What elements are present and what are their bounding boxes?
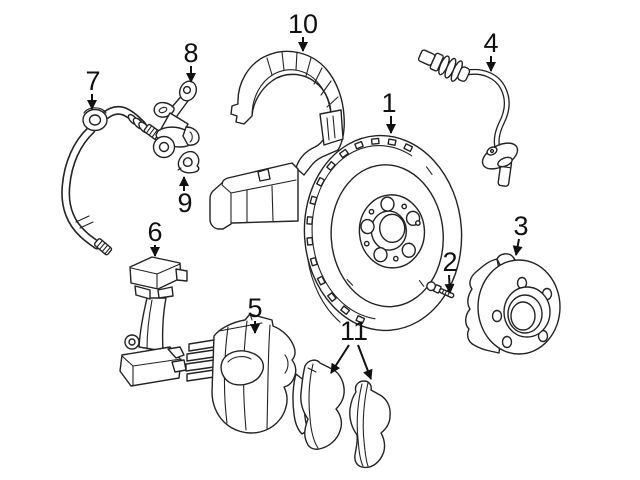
part-brake-pad-inner: [349, 380, 391, 469]
callout-3-label: 3: [513, 211, 528, 241]
callout-11: 11: [330, 316, 373, 380]
callout-6: 6: [147, 217, 163, 257]
callout-2: 2: [442, 247, 458, 294]
callout-6-label: 6: [147, 217, 162, 247]
part-abs-sensor: [417, 49, 519, 187]
callout-5-label: 5: [247, 293, 262, 323]
callout-8: 8: [183, 38, 199, 83]
callout-11-arrow-left: [330, 344, 350, 374]
callout-11-arrow-right: [357, 344, 373, 380]
callout-3: 3: [512, 211, 529, 256]
callout-1: 1: [381, 88, 397, 134]
callout-10: 10: [288, 9, 318, 52]
callout-5: 5: [247, 293, 263, 334]
callout-9-label: 9: [177, 188, 192, 218]
callout-1-label: 1: [381, 88, 396, 118]
part-hose-bracket: [152, 80, 200, 159]
callout-10-label: 10: [288, 9, 318, 39]
callout-4-label: 4: [483, 28, 498, 58]
callout-2-label: 2: [442, 247, 457, 277]
callout-2-arrow: [444, 274, 455, 294]
callout-3-arrow: [512, 238, 523, 256]
callout-8-label: 8: [183, 38, 198, 68]
part-wheel-hub: [465, 253, 561, 355]
part-splash-shield: [209, 50, 345, 230]
part-brake-caliper: [185, 313, 297, 434]
callout-11-label: 11: [340, 316, 368, 346]
callout-7: 7: [85, 66, 101, 110]
part-clip: [177, 150, 200, 174]
part-brake-pad-outer: [292, 359, 345, 450]
callout-7-label: 7: [85, 66, 100, 96]
part-brake-rotor: [303, 134, 463, 332]
callout-9: 9: [177, 176, 193, 218]
callout-4: 4: [483, 28, 499, 72]
part-brake-hose: [61, 105, 162, 256]
part-caliper-bracket: [119, 256, 188, 387]
